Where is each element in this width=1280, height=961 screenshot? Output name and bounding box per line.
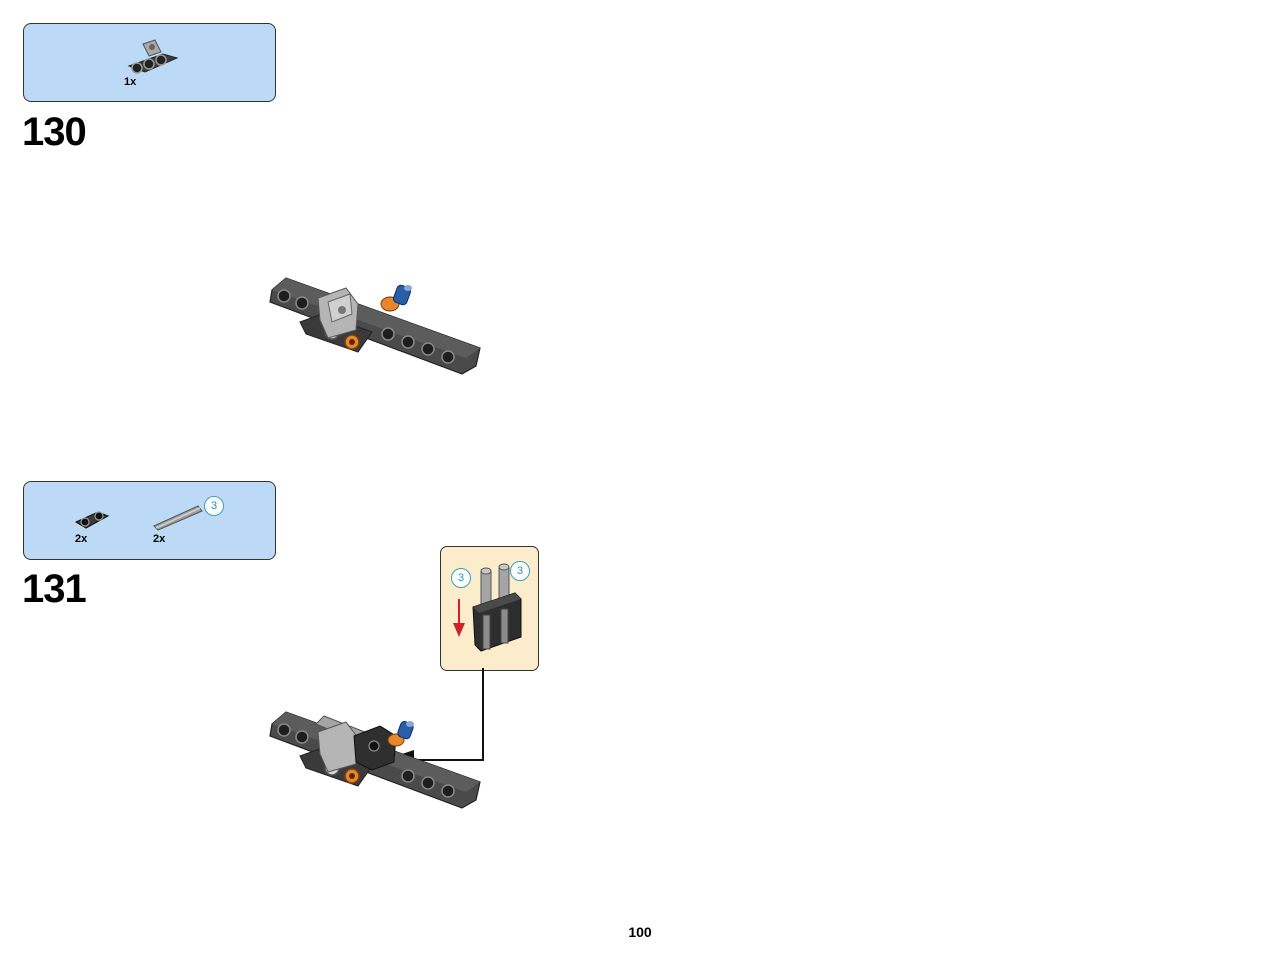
axle-length-badge: 3 <box>204 496 224 516</box>
axle-length-badge: 3 <box>510 561 530 581</box>
down-arrow-icon <box>453 599 465 637</box>
page-number: 100 <box>628 924 652 940</box>
axle-icon <box>153 505 203 531</box>
part-quantity: 2x <box>153 533 166 545</box>
step-number: 131 <box>22 567 87 611</box>
step-number: 130 <box>22 110 87 154</box>
short-beam-icon <box>74 511 110 529</box>
axles-in-beam-illustration <box>472 563 522 652</box>
part-quantity: 1x <box>124 76 137 88</box>
step-131-parts-list: 2x 2x 3 <box>23 481 276 560</box>
step-130-parts-list: 1x <box>23 23 276 102</box>
step-131-assembly-illustration <box>269 711 481 809</box>
sub-assembly-callout: 3 3 <box>440 546 539 671</box>
step-130-assembly-illustration <box>269 277 481 375</box>
axle-length-badge: 3 <box>451 568 471 588</box>
part-quantity: 2x <box>75 533 88 545</box>
beam-connector-icon <box>127 39 179 74</box>
